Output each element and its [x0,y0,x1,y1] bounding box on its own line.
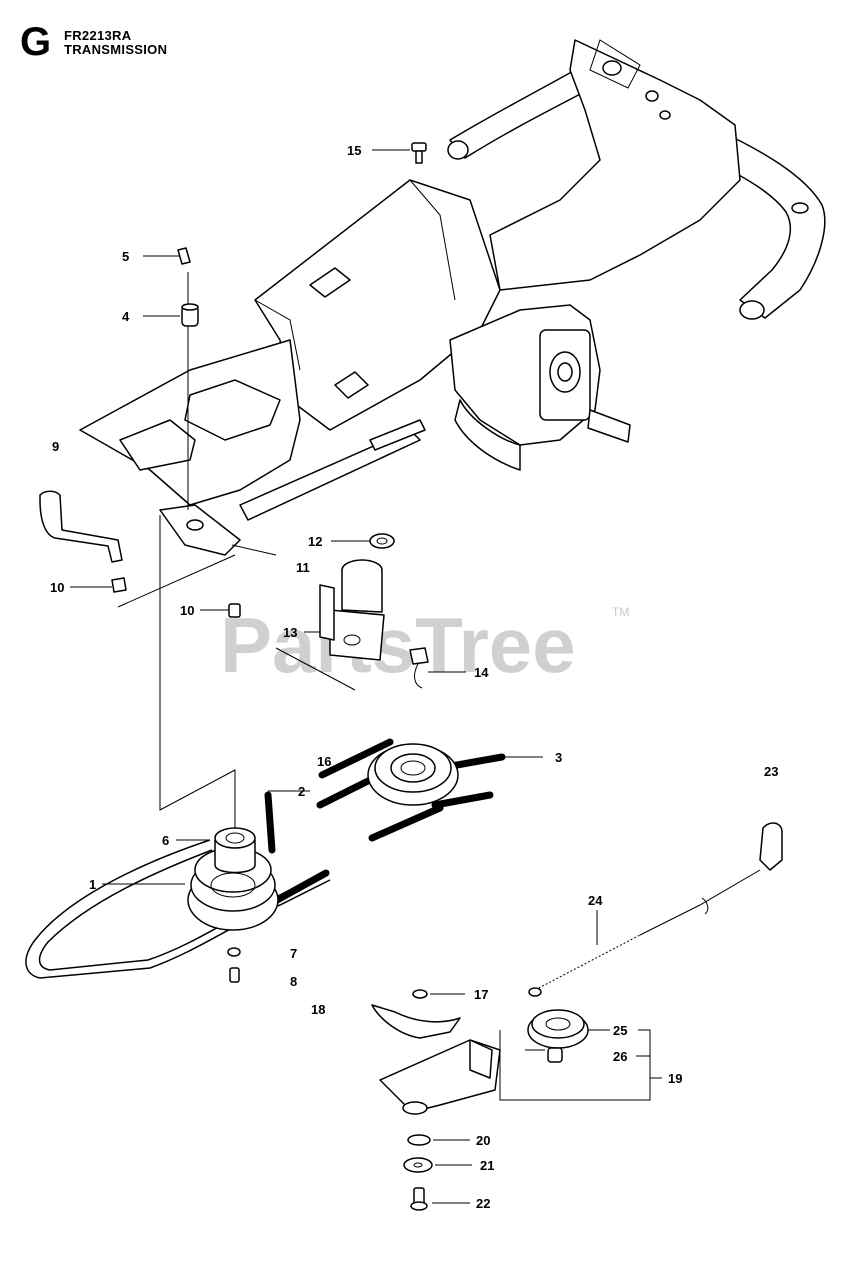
part-6-hub[interactable] [214,827,256,874]
watermark: PartsTree [220,601,576,689]
callout-6[interactable]: 6 [162,833,169,848]
callout-19[interactable]: 19 [668,1071,682,1086]
callout-14[interactable]: 14 [474,665,489,680]
diagram-header: G FR2213RA TRANSMISSION [20,20,320,64]
callout-15[interactable]: 15 [347,143,361,158]
part-20-washer[interactable] [407,1134,431,1146]
part-16-idler-pulley[interactable] [367,743,459,806]
part-22-bolt[interactable] [410,1187,428,1211]
part-10-nut-b[interactable] [228,603,241,618]
part-23-cable[interactable] [639,822,783,936]
callout-17[interactable]: 17 [474,987,488,1002]
callout-4[interactable]: 4 [122,309,130,324]
part-25-pulley[interactable] [527,1009,589,1049]
part-24-spring[interactable] [528,934,641,997]
callout-26[interactable]: 26 [613,1049,627,1064]
part-19-lever-arm[interactable] [379,1039,501,1115]
part-4-spacer[interactable] [181,303,199,327]
callout-24[interactable]: 24 [588,893,603,908]
part-7-washer[interactable] [227,947,241,957]
part-12-clip[interactable] [369,533,395,549]
callout-13[interactable]: 13 [283,625,297,640]
section-letter: G [20,20,52,64]
part-14-nut[interactable] [409,647,429,689]
callout-1[interactable]: 1 [89,877,96,892]
callout-11[interactable]: 11 [296,560,310,575]
callout-7[interactable]: 7 [290,946,297,961]
part-10-nut-a[interactable] [111,577,127,593]
callout-12[interactable]: 12 [308,534,322,549]
callout-5[interactable]: 5 [122,249,129,264]
part-11-bracket[interactable] [329,559,385,661]
callout-23[interactable]: 23 [764,764,778,779]
callout-25[interactable]: 25 [613,1023,627,1038]
part-18-bracket[interactable] [371,1004,461,1039]
callout-21[interactable]: 21 [480,1158,494,1173]
callout-18[interactable]: 18 [311,1002,325,1017]
part-1-belt[interactable] [25,839,331,979]
part-17-clip[interactable] [412,989,428,999]
callout-9[interactable]: 9 [52,439,59,454]
callout-labels: 15 5 4 9 10 10 12 11 13 14 16 3 23 2 6 1… [50,143,778,1211]
part-9-rod[interactable] [39,490,123,563]
callout-8[interactable]: 8 [290,974,297,989]
callout-20[interactable]: 20 [476,1133,490,1148]
part-26-spacer[interactable] [547,1047,563,1063]
part-5-pin[interactable] [177,247,191,265]
callout-2[interactable]: 2 [298,784,305,799]
callout-22[interactable]: 22 [476,1196,490,1211]
model-number: FR2213RA [64,28,132,43]
callout-10a[interactable]: 10 [50,580,64,595]
part-8-bolt[interactable] [229,967,240,983]
chassis-frame[interactable] [79,39,826,556]
part-13-spring[interactable] [319,584,335,641]
callout-16[interactable]: 16 [317,754,331,769]
watermark-tm: TM [612,605,629,619]
part-15-bolt[interactable] [411,142,427,164]
callout-10b[interactable]: 10 [180,603,194,618]
callout-3[interactable]: 3 [555,750,562,765]
part-21-washer[interactable] [403,1157,433,1173]
diagram-title: TRANSMISSION [64,42,168,57]
part-2-belt-segment[interactable] [264,791,276,854]
